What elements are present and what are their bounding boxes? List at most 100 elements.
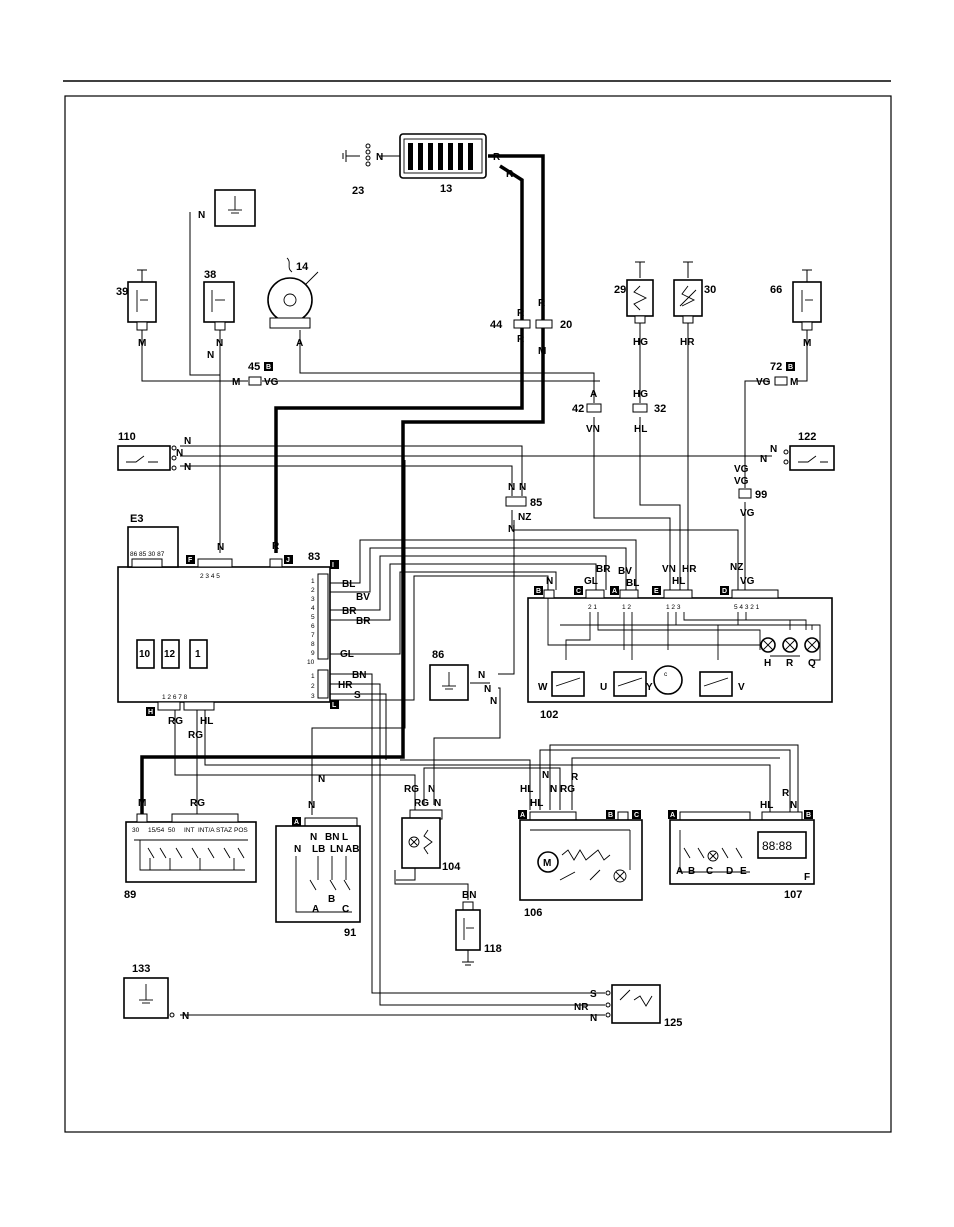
- svg-text:R: R: [786, 658, 794, 669]
- component-86: 86 N N N: [429, 649, 497, 707]
- pin-L-1: 1: [311, 673, 315, 680]
- component-39-switch: 39 M: [116, 269, 157, 349]
- letter-F: F: [804, 872, 810, 883]
- wire-102-BR: BR: [596, 564, 611, 575]
- tag-I: I: [332, 562, 334, 569]
- svg-text:H: H: [764, 658, 771, 669]
- component-122: 122 N N: [760, 431, 835, 471]
- wire-I-BL: BL: [342, 579, 355, 590]
- contact-107-B: B: [688, 866, 695, 877]
- tag-H: H: [148, 709, 153, 716]
- label-23: 23: [352, 185, 364, 197]
- component-118: BN 118: [455, 890, 502, 966]
- label-72: 72: [770, 361, 782, 373]
- component-66-switch: 66 M: [770, 269, 822, 349]
- label-13: 13: [440, 183, 452, 195]
- wire-20-M: M: [538, 346, 546, 357]
- label-38: 38: [204, 269, 216, 281]
- label-122: 122: [798, 431, 816, 443]
- label-106: 106: [524, 907, 542, 919]
- wire-L-S: S: [354, 690, 361, 701]
- wire-106-HL2: HL: [530, 798, 543, 809]
- fuse-1: 1: [195, 649, 201, 660]
- clock-display: 88:88: [762, 839, 792, 853]
- component-104: RG RG N N 104: [401, 784, 461, 873]
- pin-I-5: 5: [311, 614, 315, 621]
- wire-85-NZ: NZ: [518, 512, 531, 523]
- connector-20: 20 R M: [535, 298, 572, 357]
- component-23-ground: 23 N: [342, 143, 383, 197]
- component-107: HL R N A B A B C D E 88:88 F 107: [668, 788, 815, 901]
- wire-91-L: L: [342, 832, 348, 843]
- wire-20-R: R: [538, 298, 546, 309]
- label-45: 45: [248, 361, 260, 373]
- wire-104-N1: N: [428, 784, 435, 795]
- gauge-Y: Y: [646, 682, 653, 693]
- connector-42: A 42 VN: [572, 389, 602, 435]
- wire-122-N2: N: [760, 454, 767, 465]
- pins-F: 2 3 4 5: [200, 573, 220, 580]
- tag-J: J: [286, 557, 290, 564]
- wire-102-GL: GL: [584, 576, 598, 587]
- fuse-12: 12: [164, 649, 176, 660]
- wire-104-N2: N: [434, 798, 441, 809]
- label-107: 107: [784, 889, 802, 901]
- pin-I-3: 3: [311, 596, 315, 603]
- wire-106-N2: N: [550, 784, 557, 795]
- wire-91-LN: LN: [330, 844, 343, 855]
- wire-106-HL1: HL: [520, 784, 533, 795]
- wire-23-N: N: [376, 152, 383, 163]
- wire-42-A: A: [590, 389, 597, 400]
- wire-module-N: N: [198, 210, 205, 221]
- pin-I-2: 2: [311, 587, 315, 594]
- term-30: 30: [132, 827, 140, 834]
- label-42: 42: [572, 403, 584, 415]
- label-102: 102: [540, 709, 558, 721]
- wire-F-N: N: [217, 542, 224, 553]
- pins-C: 2 1: [588, 604, 597, 611]
- pins-D: 5 4 3 2 1: [734, 604, 760, 611]
- component-91: N N A N BN L N LB LN AB A B C 91: [275, 774, 361, 939]
- wire-99-VG2: VG: [734, 476, 749, 487]
- pin-I-8: 8: [311, 641, 315, 648]
- wire-99-VG3: VG: [740, 508, 755, 519]
- component-30-sensor: 30 HR: [673, 261, 716, 348]
- pin-I-6: 6: [311, 623, 315, 630]
- contact-107-E: E: [740, 866, 747, 877]
- tag-107-A: A: [670, 812, 675, 819]
- term-pos: POS: [234, 827, 248, 834]
- wire-H-RG2: RG: [188, 730, 203, 741]
- instrument-cluster-102: B N C 2 1 GL BR A 1 2 BV BL E 1 2 3 VN H…: [527, 562, 833, 721]
- contact-107-C: C: [706, 866, 713, 877]
- wire-91-N4: N: [294, 844, 301, 855]
- wire-85-N3: N: [508, 524, 515, 535]
- label-66: 66: [770, 284, 782, 296]
- connector-72: 72 B VG M: [756, 361, 798, 388]
- tag-45-B: B: [266, 364, 271, 371]
- wire-14-A: A: [296, 338, 303, 349]
- label-99: 99: [755, 489, 767, 501]
- tag-72-B: B: [788, 364, 793, 371]
- wire-86-N2: N: [484, 684, 491, 695]
- wire-I-GL: GL: [340, 649, 354, 660]
- wire-H-HL: HL: [200, 716, 213, 727]
- tag-91-A: A: [294, 819, 299, 826]
- wire-125-N: N: [590, 1013, 597, 1024]
- wire-86-N1: N: [478, 670, 485, 681]
- tag-102-E: E: [654, 588, 659, 595]
- component-133: 133 N: [123, 963, 189, 1022]
- pin-L-3: 3: [311, 693, 315, 700]
- wire-H-RG: RG: [168, 716, 183, 727]
- wire-L-HR: HR: [338, 680, 353, 691]
- wire-I-BR2: BR: [356, 616, 371, 627]
- label-30: 30: [704, 284, 716, 296]
- wire-89-M: M: [138, 798, 146, 809]
- wire-106-R: R: [571, 772, 579, 783]
- wire-91-LB: LB: [312, 844, 325, 855]
- svg-text:c: c: [664, 671, 668, 678]
- wire-102-VN: VN: [662, 564, 676, 575]
- label-39: 39: [116, 286, 128, 298]
- wire-45-VG: VG: [264, 377, 279, 388]
- wire-45-M: M: [232, 377, 240, 388]
